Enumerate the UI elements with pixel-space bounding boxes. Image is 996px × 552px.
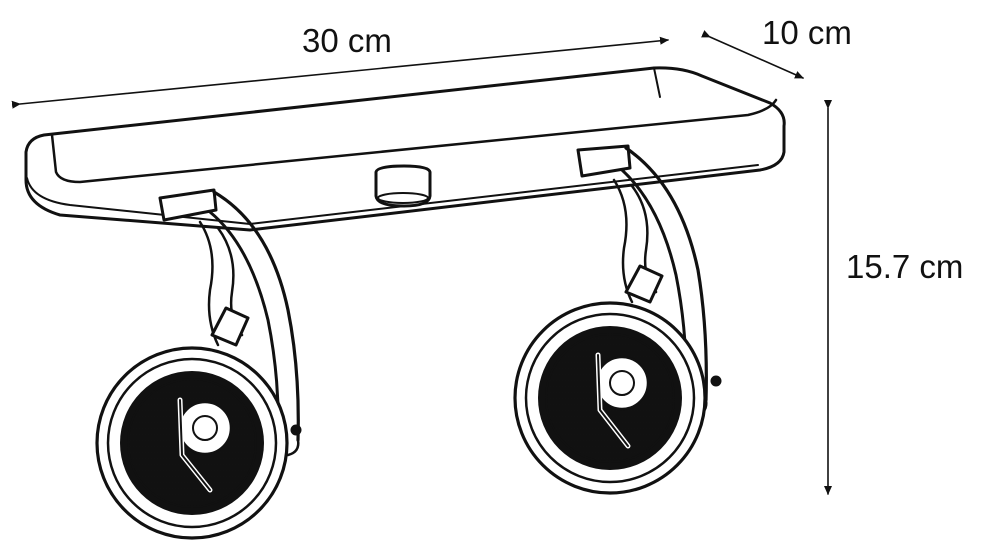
base-plate [24,66,786,232]
width-label: 30 cm [302,22,392,59]
spotlight-right [513,144,722,495]
depth-label: 10 cm [762,14,852,51]
width-dimension-arrow [11,36,669,109]
center-knob [374,164,432,208]
spotlight-left [95,188,302,540]
height-label: 15.7 cm [846,248,964,285]
depth-dimension-arrow [701,30,804,79]
